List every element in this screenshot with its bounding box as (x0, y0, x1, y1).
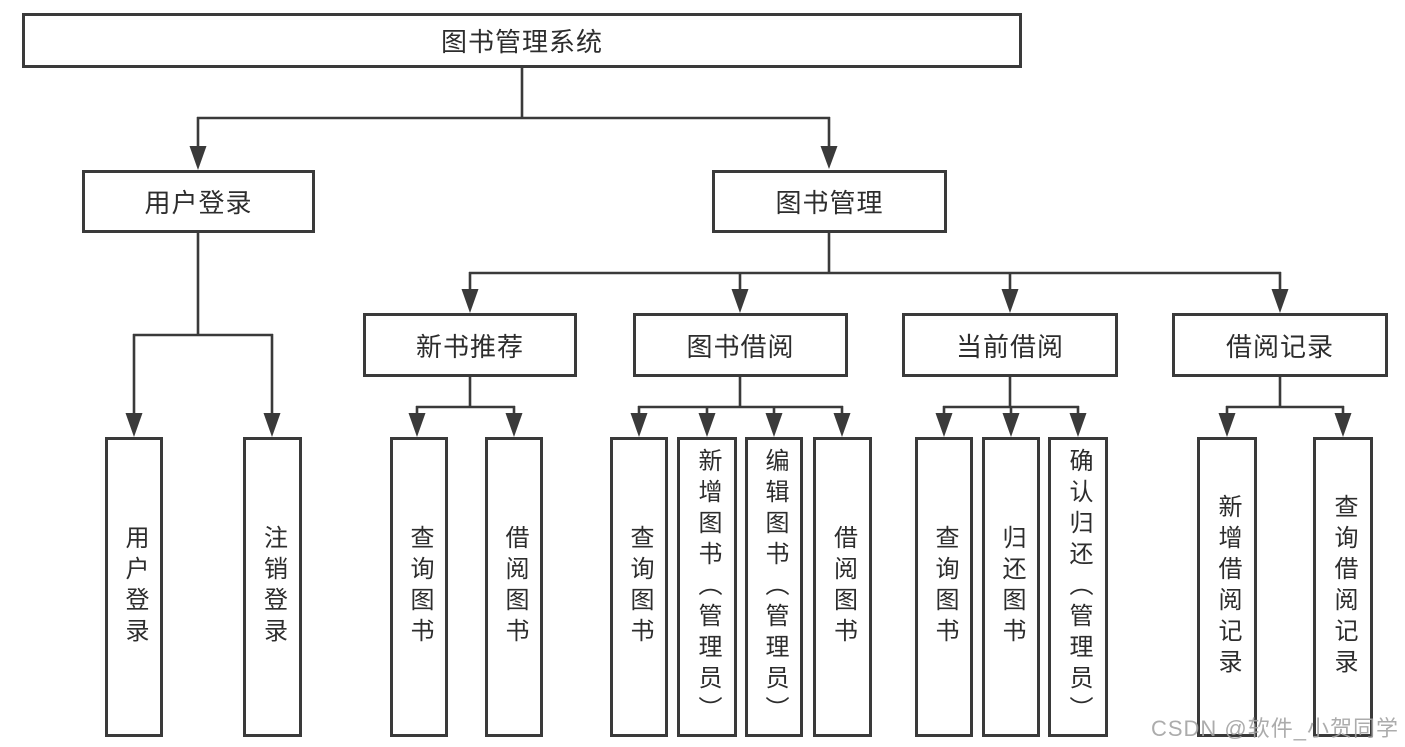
node-label: 图书管理 (775, 188, 884, 218)
node-label: 查询图书 (626, 525, 653, 649)
node-root-system: 图书管理系统 (22, 13, 1022, 68)
node-label: 借阅图书 (829, 525, 857, 649)
node-leaf-edit-books-admin: 编辑图书（管理员） (745, 437, 803, 737)
node-label: 借阅图书 (501, 525, 528, 649)
node-label: 确认归还（管理员） (1065, 447, 1092, 727)
node-label: 查询图书 (406, 525, 433, 649)
node-leaf-borrow-books-recommend: 借阅图书 (485, 437, 543, 737)
node-leaf-logout: 注销登录 (243, 437, 302, 737)
watermark: CSDN @软件_小贺同学 (1150, 716, 1399, 741)
node-leaf-user-login: 用户登录 (105, 437, 163, 737)
node-leaf-query-books-recommend: 查询图书 (390, 437, 448, 737)
node-label: 查询借阅记录 (1330, 494, 1357, 680)
node-leaf-borrow-books: 借阅图书 (813, 437, 872, 737)
node-leaf-query-books-current: 查询图书 (915, 437, 973, 737)
node-current-borrow: 当前借阅 (902, 313, 1118, 377)
node-label: 注销登录 (259, 525, 287, 649)
node-leaf-add-borrow-record: 新增借阅记录 (1197, 437, 1257, 737)
node-label: 用户登录 (121, 525, 148, 649)
node-leaf-return-books: 归还图书 (982, 437, 1040, 737)
node-user-login: 用户登录 (82, 170, 315, 233)
node-leaf-query-borrow-record: 查询借阅记录 (1313, 437, 1373, 737)
node-label: 新增图书（管理员） (694, 447, 721, 727)
node-label: 图书管理系统 (440, 27, 603, 57)
node-book-borrow: 图书借阅 (633, 313, 848, 377)
node-book-management: 图书管理 (712, 170, 947, 233)
node-label: 图书借阅 (686, 331, 795, 362)
arrowhead-icons (125, 146, 1352, 437)
node-label: 归还图书 (998, 525, 1025, 649)
node-label: 新增借阅记录 (1214, 494, 1241, 680)
node-leaf-add-books-admin: 新增图书（管理员） (677, 437, 737, 737)
node-label: 借阅记录 (1225, 331, 1334, 362)
node-leaf-query-books-borrow: 查询图书 (610, 437, 668, 737)
node-label: 当前借阅 (955, 331, 1064, 362)
node-label: 新书推荐 (415, 331, 524, 362)
node-label: 查询图书 (931, 525, 958, 649)
node-label: 用户登录 (144, 188, 253, 218)
node-borrow-records: 借阅记录 (1172, 313, 1388, 377)
node-label: 编辑图书（管理员） (761, 447, 788, 727)
node-new-book-recommend: 新书推荐 (363, 313, 577, 377)
node-leaf-confirm-return-admin: 确认归还（管理员） (1048, 437, 1108, 737)
